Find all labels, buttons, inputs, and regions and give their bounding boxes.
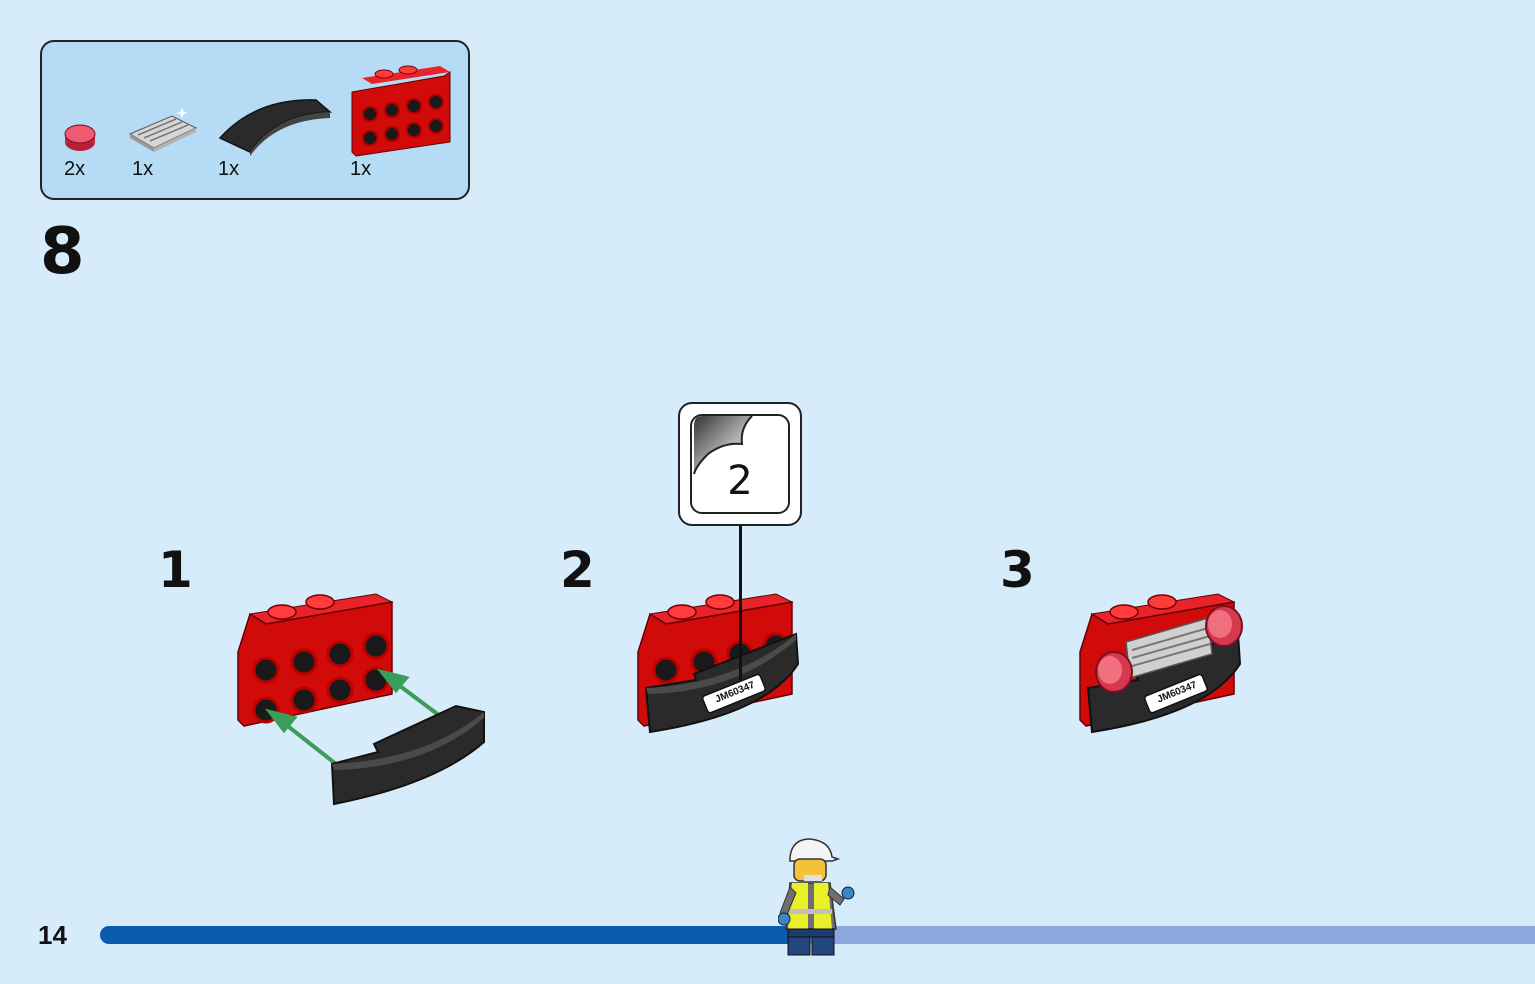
construction-worker-minifigure bbox=[777, 835, 858, 961]
sticker-callout: 2 bbox=[678, 402, 802, 526]
sticker-applied-assembly-icon bbox=[637, 593, 800, 734]
sticker-peel-icon bbox=[693, 416, 753, 475]
curved-slope-black-icon bbox=[218, 99, 332, 156]
part-round-tile bbox=[62, 122, 102, 162]
substep-label: 3 bbox=[1000, 541, 1035, 599]
part-qty: 1x bbox=[350, 158, 372, 180]
substep-1-illustration bbox=[236, 584, 488, 814]
bracket-and-slope-assembly-icon bbox=[237, 593, 485, 806]
page-number: 14 bbox=[38, 920, 67, 950]
round-tile-red-icon bbox=[64, 124, 96, 151]
step-number: 8 bbox=[40, 215, 85, 289]
part-qty: 1x bbox=[218, 158, 240, 180]
part-qty: 1x bbox=[132, 158, 154, 180]
substep-3-illustration: JM60347 bbox=[1078, 584, 1250, 740]
grille-tile-silver-icon bbox=[128, 108, 198, 152]
substep-label: 1 bbox=[158, 541, 193, 599]
part-qty: 2x bbox=[64, 158, 86, 180]
sticker-number: 2 bbox=[727, 458, 753, 504]
page-progress-fill bbox=[100, 926, 789, 944]
minifigure-icon bbox=[777, 838, 855, 956]
sticker-sheet: 2 bbox=[690, 414, 790, 514]
parts-list-box: 2x 1x 1x bbox=[40, 40, 470, 200]
sticker-leader-line bbox=[739, 526, 742, 681]
bracket-plate-red-icon bbox=[351, 65, 451, 157]
completed-front-assembly-icon bbox=[1079, 593, 1243, 734]
substep-2-illustration: JM60347 bbox=[636, 584, 806, 738]
substep-label: 2 bbox=[560, 541, 595, 599]
